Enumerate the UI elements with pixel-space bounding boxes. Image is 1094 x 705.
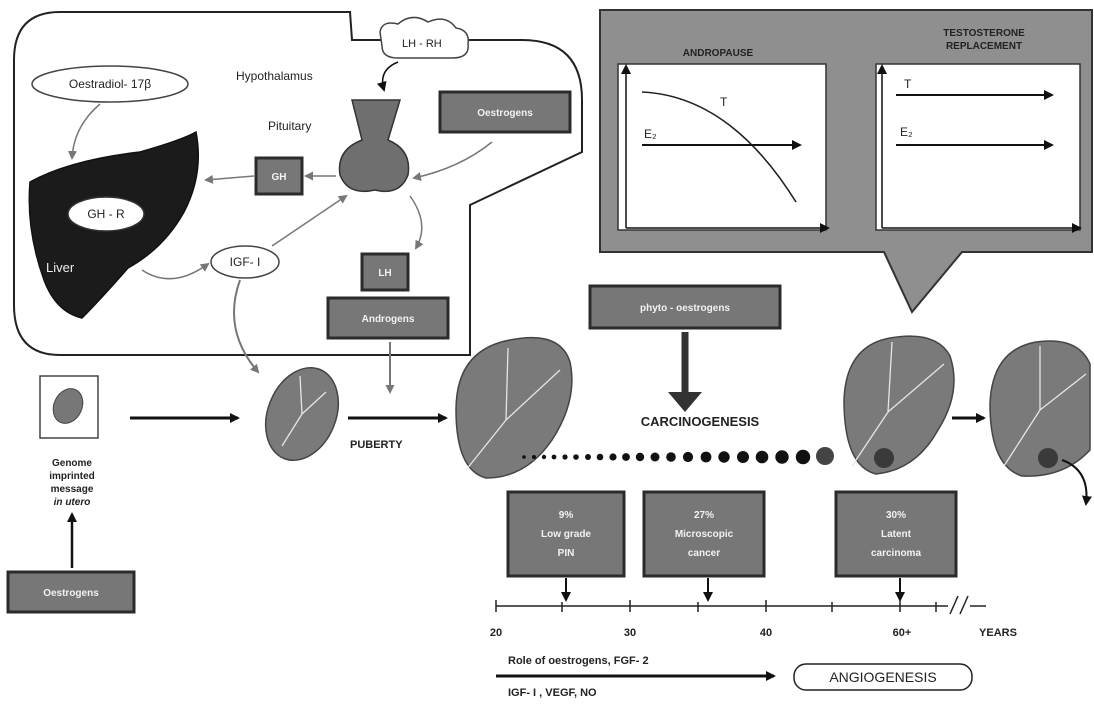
axis-tick-60: 60+ xyxy=(893,627,912,639)
puberty-label: PUBERTY xyxy=(350,439,403,451)
ghr-label: GH - R xyxy=(87,207,125,221)
oestrogens-top-box xyxy=(438,90,572,134)
lh-box xyxy=(360,252,410,292)
lh-label: LH xyxy=(378,268,391,279)
androgens-box xyxy=(326,296,450,340)
stat-box-1-line1: Low grade xyxy=(541,529,591,540)
oestradiol-ellipse xyxy=(31,65,189,103)
phyto-box xyxy=(588,284,782,330)
pituitary-gland xyxy=(338,99,410,193)
replacement-e2-label: E₂ xyxy=(900,125,913,139)
replacement-title-1: TESTOSTERONE xyxy=(943,28,1025,39)
axis-tick-40: 40 xyxy=(760,627,772,639)
replacement-title-2: REPLACEMENT xyxy=(946,41,1022,52)
gh-to-liver-arrow xyxy=(204,174,255,184)
advanced-prostate-tumour xyxy=(1038,448,1058,468)
igf-label: IGF- I xyxy=(230,255,261,269)
genome-text-1: Genome xyxy=(52,458,92,469)
oestrogens-bottom-box xyxy=(6,570,136,614)
hypothalamus-label: Hypothalamus xyxy=(236,69,313,83)
stat-box-3 xyxy=(834,490,958,578)
young-prostate-lines xyxy=(281,375,327,447)
angiogenesis-label: ANGIOGENESIS xyxy=(829,669,936,685)
genome-text-2: imprinted xyxy=(49,471,95,482)
role-of-oestrogens-label: Role of oestrogens, FGF- 2 xyxy=(508,655,649,667)
endocrine-panel xyxy=(13,11,583,356)
stat-box-2-line1: Microscopic xyxy=(675,529,734,540)
oestrogens-to-pituitary-arrow xyxy=(412,141,493,181)
androgens-label: Androgens xyxy=(362,314,415,325)
andropause-t-curve xyxy=(641,91,797,203)
pituitary-to-lh-arrow xyxy=(409,195,424,250)
angiogenesis-box xyxy=(793,663,973,691)
gh-box xyxy=(254,156,304,196)
stat-box-1-pct: 9% xyxy=(559,510,574,521)
fetal-prostate xyxy=(52,388,84,424)
ghr-ellipse xyxy=(67,196,145,232)
genome-text-3: message xyxy=(51,484,94,495)
lhrh-cloud xyxy=(379,16,469,59)
stat-box-2-pct: 27% xyxy=(694,510,714,521)
phyto-arrowhead xyxy=(668,392,702,412)
older-prostate-tumour xyxy=(874,448,894,468)
andropause-t-label: T xyxy=(720,95,728,109)
andropause-graph xyxy=(617,63,827,231)
axis-years-label: YEARS xyxy=(979,627,1017,639)
liver-label: Liver xyxy=(46,260,75,275)
liver-to-igf-arrow xyxy=(141,262,210,280)
angiogenesis-factors-label: IGF- I , VEGF, NO xyxy=(508,687,597,699)
oestradiol-label: Oestradiol- 17β xyxy=(69,77,151,91)
carcinogenesis-label: CARCINOGENESIS xyxy=(641,414,760,429)
lhrh-label: LH - RH xyxy=(402,38,442,50)
igf-ellipse xyxy=(210,245,280,279)
pituitary-label: Pituitary xyxy=(268,119,311,133)
stat-box-2-line2: cancer xyxy=(688,548,720,559)
gh-label: GH xyxy=(272,172,287,183)
stat-box-2 xyxy=(642,490,766,578)
oestrogens-top-label: Oestrogens xyxy=(477,108,533,119)
stat-box-1-line2: PIN xyxy=(558,548,575,559)
axis-tick-30: 30 xyxy=(624,627,636,639)
lhrh-arrow xyxy=(376,61,399,92)
stat-box-1 xyxy=(506,490,626,578)
metastasis-arrow xyxy=(1061,459,1092,506)
stat-box-3-line2: carcinoma xyxy=(871,548,921,559)
phyto-label: phyto - oestrogens xyxy=(640,303,730,314)
older-prostate xyxy=(843,335,955,475)
advanced-prostate-lines xyxy=(1003,346,1087,467)
genome-text-4: in utero xyxy=(54,497,91,508)
oestradiol-arrow xyxy=(67,103,101,160)
older-prostate-lines xyxy=(851,341,945,467)
andropause-e2-label: E₂ xyxy=(644,127,657,141)
igf-to-prostate-arrow xyxy=(233,279,260,374)
igf-to-pituitary-arrow xyxy=(271,194,348,247)
stat-box-3-pct: 30% xyxy=(886,510,906,521)
age-axis xyxy=(495,595,986,615)
axis-tick-20: 20 xyxy=(490,627,502,639)
stat-box-3-line1: Latent xyxy=(881,529,912,540)
adult-prostate xyxy=(455,336,573,479)
progression-dots xyxy=(522,447,834,465)
oestrogens-bottom-label: Oestrogens xyxy=(43,588,99,599)
replacement-t-label: T xyxy=(904,77,912,91)
adult-prostate-lines xyxy=(465,347,561,471)
andropause-title: ANDROPAUSE xyxy=(683,48,754,59)
